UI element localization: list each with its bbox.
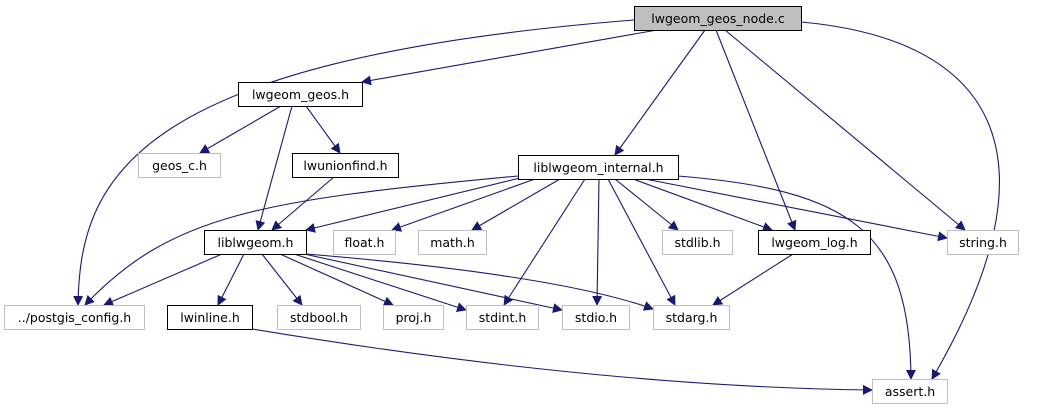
edge-liblwgeom-internal-h-to-math-h (471, 178, 561, 231)
node-box (562, 305, 630, 330)
edge-liblwgeom-h-to-proj-h (279, 253, 394, 306)
edge-root-to-postgis-config-h (73, 19, 635, 306)
edge-root-to-liblwgeom-internal-h (614, 29, 706, 156)
node-postgis-config-h: ../postgis_config.h (4, 305, 145, 330)
edge-liblwgeom-internal-h-to-postgis-config-h (84, 175, 519, 306)
node-liblwgeom-internal-h[interactable]: liblwgeom_internal.h (518, 155, 679, 180)
edge-lwgeom-geos-h-to-lwunionfind-h (305, 105, 341, 154)
node-box (4, 305, 145, 330)
edge-liblwgeom-h-to-stdio-h (303, 253, 563, 313)
node-float-h: float.h (333, 230, 396, 255)
edge-liblwgeom-internal-h-to-float-h (391, 178, 536, 232)
edge-liblwgeom-h-to-stdbool-h (261, 253, 303, 306)
node-label: proj.h (396, 310, 432, 325)
node-label: stdio.h (575, 310, 617, 325)
node-box (466, 305, 539, 330)
edges-layer (73, 19, 1000, 395)
node-box (758, 230, 871, 255)
node-proj-h: proj.h (383, 305, 444, 330)
node-label: ../postgis_config.h (18, 310, 131, 325)
node-label: string.h (959, 235, 1007, 250)
node-stdarg-h: stdarg.h (653, 305, 730, 330)
edge-liblwgeom-h-to-lwinline-h (217, 253, 245, 306)
node-lwgeom-geos-h[interactable]: lwgeom_geos.h (238, 82, 363, 107)
node-math-h: math.h (418, 230, 487, 255)
node-box (872, 379, 948, 404)
node-box (653, 305, 730, 330)
node-box (238, 82, 363, 107)
node-liblwgeom-h[interactable]: liblwgeom.h (204, 230, 307, 255)
node-label: lwinline.h (180, 310, 240, 325)
node-box (204, 230, 307, 255)
node-root[interactable]: lwgeom_geos_node.c (634, 6, 802, 31)
node-box (947, 230, 1019, 255)
node-box (277, 305, 361, 330)
node-stdlib-h: stdlib.h (662, 230, 733, 255)
edge-root-to-lwgeom-log-h (715, 29, 797, 231)
node-box (662, 230, 733, 255)
node-assert-h: assert.h (872, 379, 948, 404)
node-label: liblwgeom.h (218, 235, 294, 250)
node-stdio-h: stdio.h (562, 305, 630, 330)
node-geos-c-h: geos_c.h (138, 153, 221, 178)
edge-liblwgeom-internal-h-to-stdio-h (592, 178, 603, 306)
edge-lwunionfind-h-to-liblwgeom-h (271, 176, 335, 231)
edge-liblwgeom-internal-h-to-string-h (644, 178, 948, 242)
edge-root-to-assert-h (800, 21, 1000, 380)
edge-liblwgeom-internal-h-to-assert-h (677, 175, 916, 380)
node-label: lwgeom_geos_node.c (651, 11, 785, 26)
edge-liblwgeom-h-to-postgis-config-h (103, 253, 223, 307)
edge-lwgeom-geos-h-to-geos-c-h (199, 105, 282, 154)
node-box (634, 6, 802, 31)
node-box (167, 305, 253, 330)
node-string-h: string.h (947, 230, 1019, 255)
edge-liblwgeom-internal-h-to-stdint-h (503, 178, 586, 306)
node-label: stdint.h (479, 310, 527, 325)
node-label: stdlib.h (674, 235, 720, 250)
node-label: assert.h (885, 384, 935, 399)
node-box (418, 230, 487, 255)
node-label: liblwgeom_internal.h (533, 160, 663, 175)
node-stdbool-h: stdbool.h (277, 305, 361, 330)
node-label: math.h (430, 235, 475, 250)
node-lwinline-h[interactable]: lwinline.h (167, 305, 253, 330)
node-stdint-h: stdint.h (466, 305, 539, 330)
node-box (333, 230, 396, 255)
node-lwunionfind-h[interactable]: lwunionfind.h (292, 153, 399, 178)
node-box (383, 305, 444, 330)
edge-lwgeom-geos-h-to-liblwgeom-h (255, 105, 293, 231)
edge-liblwgeom-internal-h-to-liblwgeom-h (305, 177, 521, 233)
node-label: stdbool.h (290, 310, 348, 325)
node-label: lwunionfind.h (303, 158, 387, 173)
edge-lwinline-h-to-assert-h (251, 328, 873, 395)
node-label: lwgeom_log.h (771, 235, 857, 250)
edge-root-to-lwgeom-geos-h (361, 29, 658, 86)
node-box (518, 155, 679, 180)
node-lwgeom-log-h[interactable]: lwgeom_log.h (758, 230, 871, 255)
node-box (292, 153, 399, 178)
edge-lwgeom-log-h-to-stdarg-h (712, 253, 794, 306)
node-label: geos_c.h (152, 158, 207, 173)
edge-liblwgeom-h-to-stdint-h (293, 253, 467, 312)
node-box (138, 153, 221, 178)
edge-root-to-string-h (724, 29, 966, 231)
edge-liblwgeom-internal-h-to-stdlib-h (614, 178, 679, 231)
edge-liblwgeom-internal-h-to-lwgeom-log-h (632, 178, 773, 232)
node-label: stdarg.h (666, 310, 718, 325)
edge-liblwgeom-h-to-stdarg-h (305, 253, 654, 311)
node-label: lwgeom_geos.h (252, 87, 349, 102)
edge-liblwgeom-internal-h-to-stdarg-h (607, 178, 676, 306)
node-label: float.h (345, 235, 385, 250)
